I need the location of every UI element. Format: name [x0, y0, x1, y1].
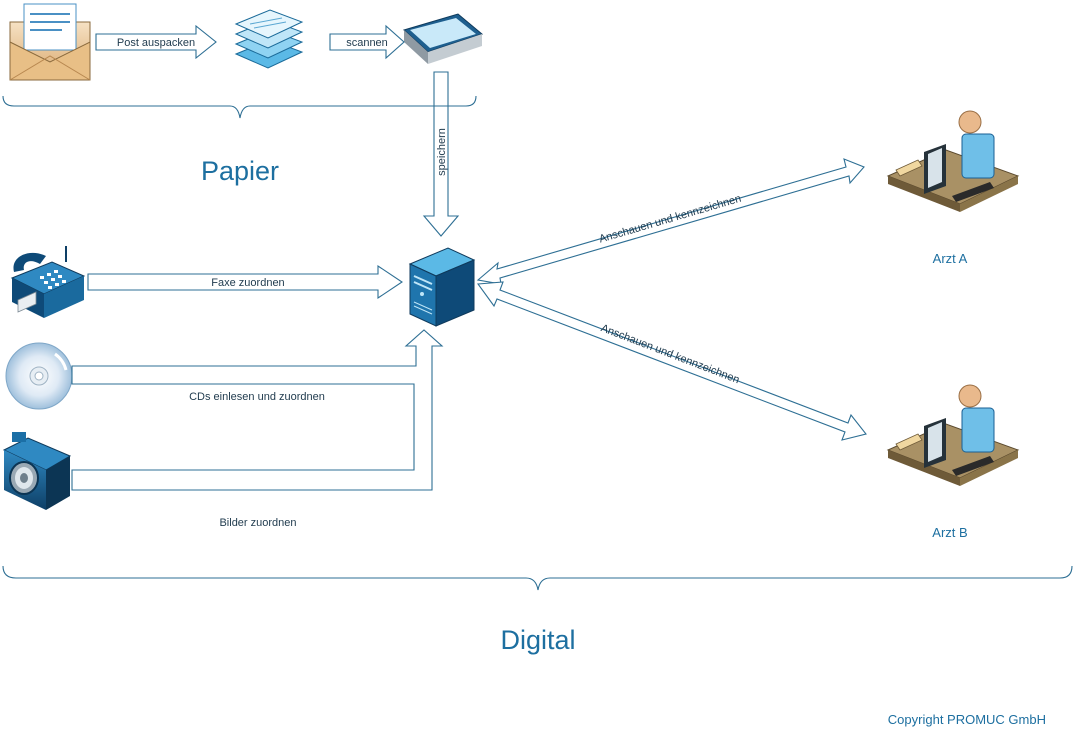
- paper-brace: [2, 95, 477, 119]
- scanner-icon: [403, 13, 484, 64]
- document-stack-icon: [234, 9, 304, 69]
- view-a-arrow: [476, 158, 865, 285]
- unpack-arrow: [95, 24, 217, 60]
- scan-arrow: [329, 24, 405, 60]
- view-a-label: Anschauen und kennzeichnen: [598, 193, 743, 246]
- view-b-label: Anschauen und kennzeichnen: [599, 322, 741, 386]
- copyright-text: Copyright PROMUC GmbH: [888, 712, 1046, 727]
- doctor-b-workstation-icon: [886, 384, 1020, 486]
- photo-label: Bilder zuordnen: [219, 517, 296, 529]
- store-arrow: [422, 71, 460, 237]
- fax-arrow: [87, 264, 403, 300]
- cd-photo-arrow: [71, 329, 444, 491]
- arzt-a-label: Arzt A: [933, 251, 968, 266]
- camera-icon: [2, 432, 72, 510]
- fax-label: Faxe zuordnen: [211, 277, 284, 289]
- unpack-label: Post auspacken: [117, 37, 195, 49]
- fax-machine-icon: [10, 246, 86, 318]
- arzt-b-label: Arzt B: [932, 525, 967, 540]
- digital-brace: [2, 565, 1073, 591]
- paper-group-label: Papier: [201, 156, 279, 186]
- server-icon: [408, 247, 476, 327]
- digital-group-label: Digital: [500, 625, 575, 655]
- scan-label: scannen: [346, 37, 388, 49]
- cd-label: CDs einlesen und zuordnen: [189, 391, 325, 403]
- view-b-arrow: [476, 281, 867, 441]
- store-label: speichern: [436, 128, 448, 176]
- cd-disc-icon: [5, 342, 73, 410]
- mail-envelope-icon: [9, 3, 91, 81]
- doctor-a-workstation-icon: [886, 110, 1020, 212]
